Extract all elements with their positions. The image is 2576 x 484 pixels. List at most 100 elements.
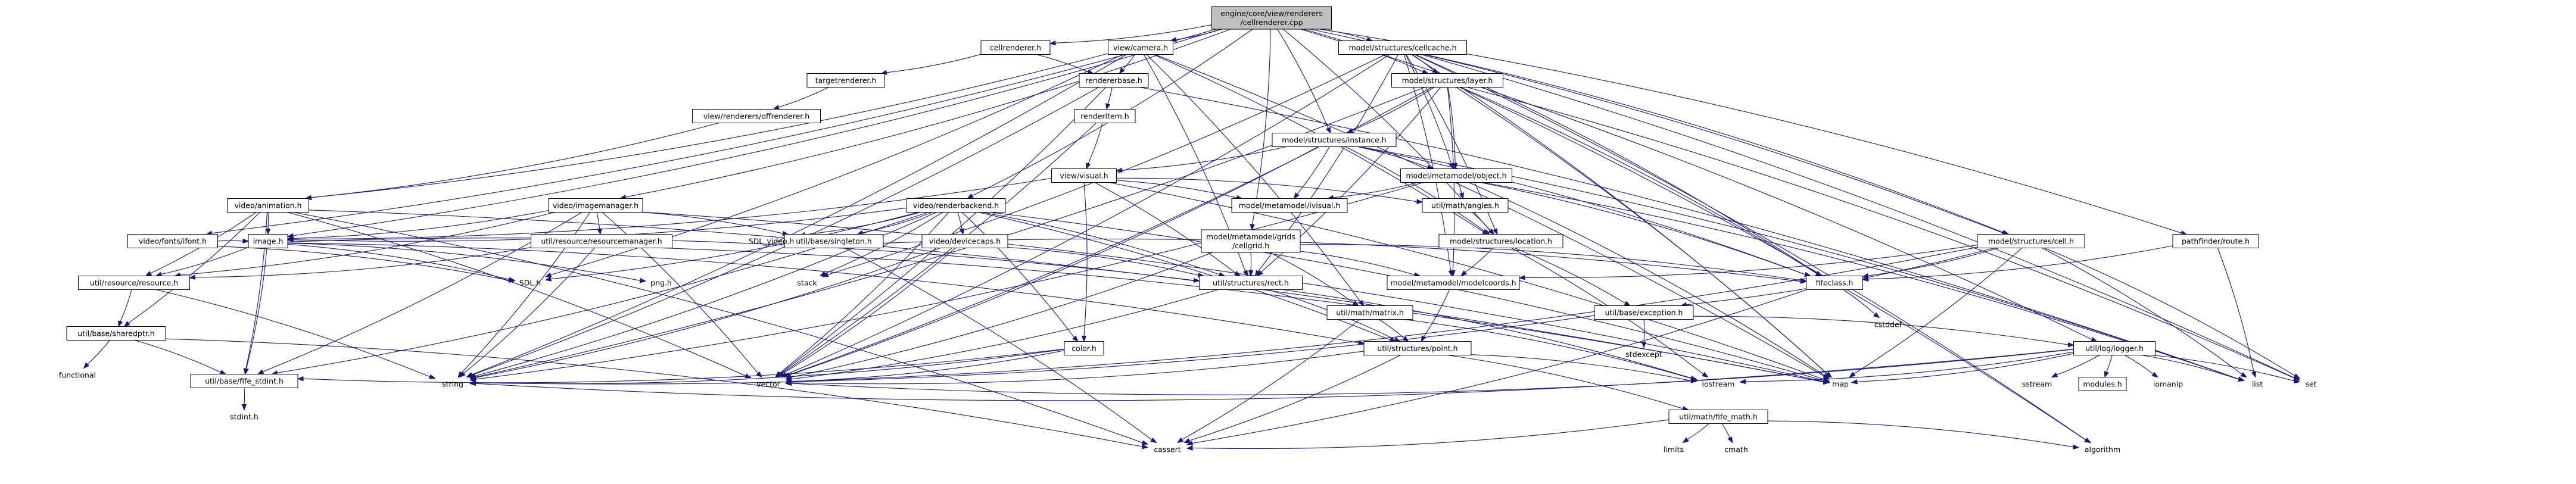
node-angles-h[interactable]: util/math/angles.h [1422,198,1509,213]
node-label: cmath [1724,445,1748,454]
node-layer-h[interactable]: model/structures/layer.h [1391,73,1503,88]
edge-cell-h-to-list [2041,248,2247,378]
edge-object-h-to-angles-h [1457,182,1464,199]
node-label: util/math/matrix.h [1336,308,1404,317]
edge-resource-h-to-sharedptr-h [118,289,132,327]
edge-animation-h-to-sharedptr-h [123,212,260,327]
node-fontsfont-h[interactable]: video/fonts/ifont.h [127,234,218,248]
node-image-h[interactable]: image.h [248,234,288,248]
edge-root-to-cellrenderer-h [1049,24,1212,46]
node-label: view/visual.h [1060,171,1108,180]
node-box [190,374,298,388]
node-point-h[interactable]: util/structures/point.h [1363,341,1472,355]
node-box [1422,198,1509,213]
node-location-h[interactable]: model/structures/location.h [1438,234,1563,248]
edge-layer-h-to-set [1466,86,2301,381]
node-rect-h[interactable]: util/structures/rect.h [1199,276,1303,290]
node-cell-h[interactable]: model/structures/cell.h [1977,234,2085,248]
node-cstddef: cstddef [1874,320,1902,329]
node-color-h[interactable]: color.h [1064,341,1104,355]
node-imagemanager-h[interactable]: video/imagemanager.h [548,198,643,213]
edge-point-h-to-iostream [1471,354,1697,383]
node-box [1079,73,1149,88]
node-animation-h[interactable]: video/animation.h [227,198,309,213]
node-label: util/structures/rect.h [1213,279,1289,288]
node-resource-h[interactable]: util/resource/resource.h [78,276,190,290]
node-cellcache-h[interactable]: model/structures/cellcache.h [1338,40,1467,55]
node-matrix-h[interactable]: util/math/matrix.h [1326,305,1413,320]
node-ivisual-h[interactable]: model/metamodel/ivisual.h [1231,198,1348,213]
node-label: model/metamodel/grids [1206,232,1295,241]
edge-logger-h-to-string [469,348,2074,401]
node-box [1074,109,1136,123]
node-fifechan-h[interactable]: fifeclass.h [1806,276,1863,290]
node-box [921,234,1008,248]
edge-instance-h-to-ivisual-h [1294,146,1330,199]
node-box [1272,133,1397,147]
edge-exception-h-to-logger-h [1693,316,2074,348]
edge-image-h-to-rect-h [287,238,1200,283]
edge-renderbackend-h-to-devicecaps-h [957,212,964,235]
node-label: pathfinder/route.h [2182,237,2250,246]
edge-logger-h-to-map [1851,353,2074,385]
edge-angles-h-to-location-h [1472,212,1495,235]
node-label: util/base/exception.h [1605,308,1683,317]
node-box [66,326,166,341]
node-box [1338,40,1467,55]
node-rendererbase-h[interactable]: rendererbase.h [1079,73,1149,88]
edge-cellcache-h-to-set [1421,54,2301,380]
node-exception-h[interactable]: util/base/exception.h [1594,305,1694,320]
node-label: map [1832,380,1849,389]
node-modules-h[interactable]: modules.h [2078,377,2127,391]
edge-image-h-to-resource-h [155,246,249,277]
edge-animation-h-to-image-h [265,212,271,235]
edge-cellcache-h-to-cell-h [1425,54,2010,235]
edge-view-camera-h-to-sdl-h [544,54,1123,277]
edge-cell-h-to-modelcoords-h [1518,244,1978,280]
node-sharedptr-h[interactable]: util/base/sharedptr.h [66,326,166,341]
node-route-h[interactable]: pathfinder/route.h [2172,234,2259,248]
edge-imagemanager-h-to-image-h [286,210,549,241]
node-logger-h[interactable]: util/log/logger.h [2073,341,2156,355]
node-label: png.h [650,279,672,288]
node-visual-h[interactable]: view/visual.h [1051,168,1117,183]
edge-matrix-h-to-cassert [1176,319,1360,444]
edge-imagemanager-h-to-resourcemanager-h [596,212,602,235]
node-singleton-h[interactable]: util/base/singleton.h [784,234,884,248]
node-renderbackend-h[interactable]: video/renderbackend.h [906,198,1006,213]
node-label: targetrenderer.h [815,76,877,85]
node-box [1051,168,1117,183]
node-label: model/metamodel/object.h [1406,171,1506,180]
edge-fife-math-h-to-algorithm [1767,420,2080,449]
node-devicecaps-h[interactable]: video/devicecaps.h [921,234,1008,248]
edge-layer-h-to-map [1456,87,1833,378]
node-modelcoords-h[interactable]: model/metamodel/modelcoords.h [1387,276,1520,290]
edge-resource-h-to-string [155,289,436,379]
node-fife-stdint-h[interactable]: util/base/fife_stdint.h [190,374,298,388]
node-view-camera-h[interactable]: view/camera.h [1108,40,1173,55]
node-renderitem-h[interactable]: renderitem.h [1074,109,1136,123]
edge-layer-h-to-algorithm [1459,87,2091,444]
node-label: SDL_video.h [749,237,795,246]
node-root[interactable]: engine/core/view/renderers/cellrenderer.… [1211,6,1332,30]
node-resourcemanager-h[interactable]: util/resource/resourcemanager.h [531,234,672,248]
node-cassert: cassert [1154,445,1180,454]
node-offrenderer-h[interactable]: view/renderers/offrenderer.h [692,109,821,123]
edge-offrenderer-h-to-animation-h [304,122,719,200]
node-object-h[interactable]: model/metamodel/object.h [1400,168,1512,183]
node-targetrenderer-h[interactable]: targetrenderer.h [806,73,885,88]
node-label: set [2305,380,2316,389]
node-fife-math-h[interactable]: util/math/fife_math.h [1668,410,1768,424]
edge-fife-stdint-h-to-stdint-h [241,388,247,411]
node-label: renderitem.h [1080,112,1129,121]
node-label: util/base/sharedptr.h [77,329,154,338]
edge-animation-h-to-cassert [293,211,1149,445]
edge-fife-math-h-to-cmath [1721,423,1733,444]
node-cellgrid-h[interactable]: model/metamodel/grids/cellgrid.h [1201,229,1301,253]
node-box [1400,168,1512,183]
node-cellrenderer-h[interactable]: cellrenderer.h [980,40,1051,55]
node-instance-h[interactable]: model/structures/instance.h [1272,133,1397,147]
node-iostream: iostream [1702,380,1735,389]
node-vector: vector [756,380,781,389]
node-label: model/structures/location.h [1450,237,1552,246]
